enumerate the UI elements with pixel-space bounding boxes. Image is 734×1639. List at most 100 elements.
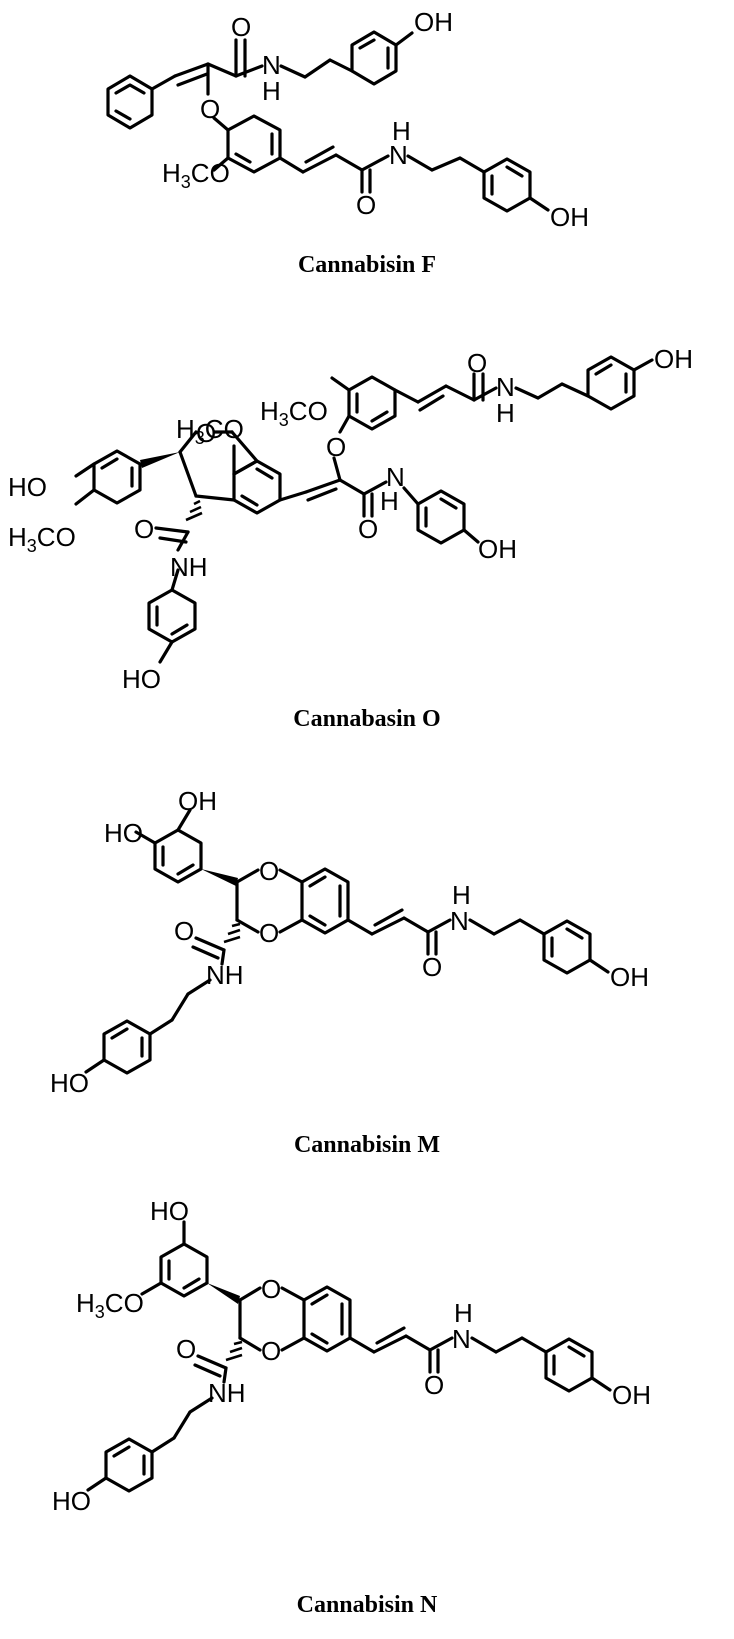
bond [472,386,498,402]
hash-bond [227,928,241,936]
aromatic-bond [310,1293,329,1306]
atom-label: H [496,398,515,428]
atom-label: N [452,1324,471,1354]
benzene-ring [106,74,154,130]
bond [362,480,388,496]
molecule-cannabisin-f: OH O N H O H3CO N H O OH [106,7,589,232]
bond [632,358,654,372]
atom-label: O [176,1334,196,1364]
bond [172,1410,192,1440]
atom-label: O [424,1370,444,1400]
bond [154,526,190,534]
bond [560,382,590,398]
atom-label: O [259,918,279,948]
bond [150,74,177,91]
hash-bond [225,1353,243,1362]
atom-label: H3CO [176,414,244,448]
molecule-cannabisin-n: HO H3CO O O O NH H N O OH HO [52,1196,651,1516]
aryl-ring [159,1242,209,1298]
atom-label: N [386,462,405,492]
bond [194,936,226,952]
bond [328,58,354,73]
bond [176,808,192,832]
bond [528,196,550,212]
bond [178,450,198,498]
atom-label: NH [170,552,208,582]
bond [394,31,414,47]
atom-label: OH [178,786,217,816]
bond [238,1286,262,1302]
bond [279,64,307,79]
atom-label: NH [206,960,244,990]
compound-name: Cannabasin O [293,706,441,732]
atom-label: H [380,486,399,516]
structure-cannabasin-o: OH O N H H3CO O H3CO O HO H3CO H N O OH … [0,320,734,740]
hash-bond [231,922,241,928]
bond [235,918,260,934]
atom-label: H [454,1298,473,1328]
bond [235,868,260,884]
bond [212,116,230,132]
atom-label: N [389,140,408,170]
bond [428,1336,454,1352]
bond [590,1376,612,1392]
aromatic-bond [114,83,146,95]
double-bond [158,536,188,544]
atom-label: O [356,190,376,220]
atom-label: HO [52,1486,91,1516]
bond [470,1336,498,1354]
atom-label: O [259,856,279,886]
bond [332,456,342,482]
bond [536,382,564,400]
bond [514,386,540,400]
compound-name: Cannabisin N [296,1592,438,1618]
aromatic-bond [594,363,613,376]
compound-name: Cannabisin F [297,252,437,278]
bond [404,1334,432,1352]
aromatic-bond [310,1332,329,1345]
bond [170,568,180,592]
bond [520,1336,548,1354]
double-bond [176,72,209,87]
structure-cannabisin-n: HO H3CO O O O NH H N O OH HO Cannabisin … [0,1180,734,1639]
wedge-bond [207,1283,240,1304]
atom-label: OH [414,7,453,37]
bond [393,388,420,404]
atom-label: N [496,372,515,402]
bond [84,1058,106,1074]
bond [426,918,452,934]
bond [186,978,212,996]
atom-label: O [261,1274,281,1304]
bond [170,992,190,1022]
bond [206,62,238,78]
bond [234,64,264,78]
atom-label: OH [654,344,693,374]
bond [494,1336,524,1354]
bond [304,478,342,494]
molecule-cannabasin-o: OH O N H H3CO O H3CO O HO H3CO H N O OH … [8,344,693,694]
atom-label: HO [122,664,161,694]
aromatic-bond [112,1445,131,1458]
bond [194,494,236,502]
atom-label: O [358,514,378,544]
atom-label: OH [478,534,517,564]
aromatic-bond [240,494,259,507]
bond [338,478,366,496]
aromatic-bond [255,467,274,480]
bond [416,384,448,404]
bond [74,462,96,478]
bond [462,528,480,544]
bond [178,430,198,454]
bond [430,156,462,172]
double-bond [304,145,335,164]
bond [492,918,522,936]
bond [222,1366,228,1384]
atom-label: H3CO [76,1288,144,1322]
aromatic-bond [358,38,376,50]
atom-label: O [422,952,442,982]
bond [402,486,420,506]
bond [188,1396,214,1414]
aromatic-bond [170,623,189,636]
atom-label: O [261,1336,281,1366]
double-bond [306,487,338,502]
